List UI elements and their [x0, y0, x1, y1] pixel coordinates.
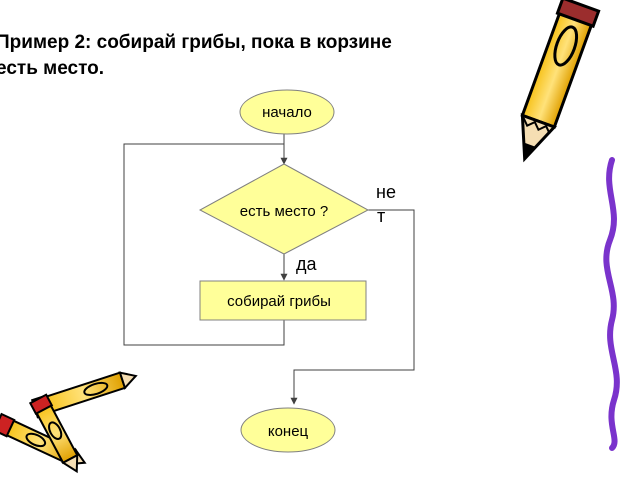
pencil-icon — [520, 0, 601, 163]
end-node — [240, 407, 336, 453]
title-line-1: Пример 2: собирай грибы, пока в корзине — [0, 32, 392, 53]
yes-branch-label: да — [296, 254, 318, 274]
no-branch-label-2: т — [377, 206, 385, 226]
start-node — [239, 89, 335, 135]
decision-node — [198, 163, 370, 255]
process-node — [199, 280, 367, 321]
title-line-2: есть место. — [0, 58, 105, 79]
end-node-label: конец — [268, 423, 309, 440]
connectors — [123, 134, 415, 405]
start-node-label: начало — [262, 104, 312, 121]
connector-loop-back — [123, 143, 285, 346]
slide-title: Пример 2: собирай грибы, пока в корзине … — [0, 30, 536, 82]
crossed-pencils-icon — [0, 371, 138, 474]
purple-ribbon-icon — [603, 157, 620, 451]
decision-node-label: есть место ? — [240, 203, 328, 220]
connector-no-branch — [290, 209, 415, 405]
no-branch-label-1: не — [376, 182, 396, 202]
process-node-label: собирай грибы — [227, 293, 331, 310]
